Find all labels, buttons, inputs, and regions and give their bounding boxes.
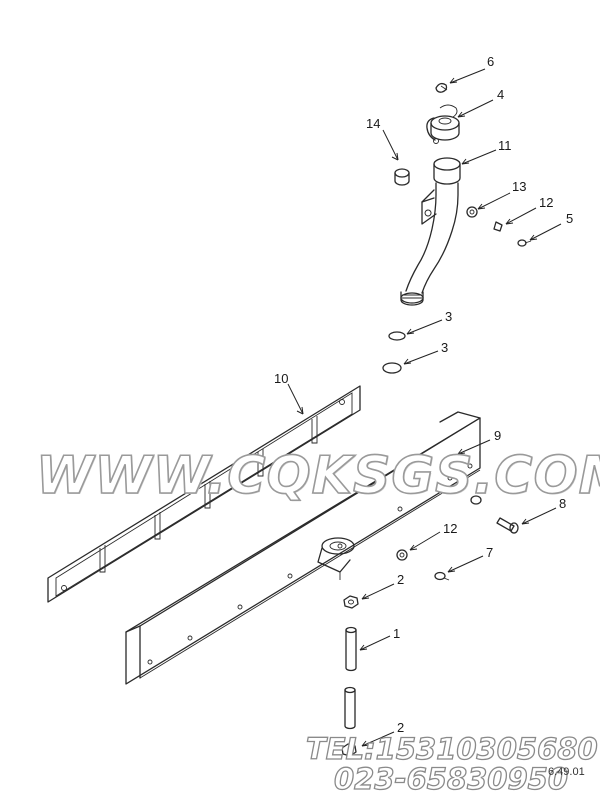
- callout-9: 9: [494, 428, 501, 443]
- callout-13: 13: [512, 179, 526, 194]
- watermark-website: WWW.CQKSGS.COM: [35, 445, 600, 507]
- part-12-washer-upper: [493, 221, 503, 232]
- callout-3-upper: 3: [445, 309, 452, 324]
- callout-7: 7: [486, 545, 493, 560]
- part-14-plug: [394, 168, 410, 186]
- part-1-stud-lower: [344, 686, 356, 730]
- part-3-o-ring-upper: [388, 331, 406, 341]
- callout-2-lower: 2: [397, 720, 404, 735]
- watermark-phone: 023-65830950: [333, 761, 568, 796]
- callout-5: 5: [566, 211, 573, 226]
- part-2-nut-lower: [341, 743, 357, 757]
- part-9-cover-rail: [125, 411, 481, 685]
- callout-12-upper: 12: [539, 195, 553, 210]
- callout-12-lower: 12: [443, 521, 457, 536]
- callout-labels: 6 4 14 11 13 12 5 3 3 10 9 8 12 7 2 1 2: [274, 54, 573, 735]
- part-washer-lower-right: [470, 495, 482, 505]
- part-5-screw: [517, 239, 532, 247]
- callout-1: 1: [393, 626, 400, 641]
- part-7-screw: [434, 571, 450, 581]
- part-3-o-ring-lower: [382, 362, 402, 374]
- part-6-clip: [435, 82, 448, 93]
- watermark-telephone: TEL:15310305680: [305, 731, 598, 766]
- part-10-gasket: [47, 385, 361, 603]
- callout-2-upper: 2: [397, 572, 404, 587]
- part-1-stud-upper: [345, 626, 357, 672]
- drawing-number: 6.49.01: [548, 766, 585, 778]
- part-4-filler-cap: [426, 104, 460, 144]
- callout-6: 6: [487, 54, 494, 69]
- callout-10: 10: [274, 371, 288, 386]
- part-8-bolt: [496, 517, 519, 534]
- part-11-filler-tube: [400, 157, 461, 306]
- part-13-washer-upper: [466, 206, 478, 218]
- callout-3-lower: 3: [441, 340, 448, 355]
- part-2-nut-upper: [343, 595, 359, 609]
- callout-11: 11: [498, 138, 512, 153]
- part-12-washer-lower: [396, 549, 408, 561]
- callout-14: 14: [366, 116, 380, 131]
- callout-8: 8: [559, 496, 566, 511]
- callout-4: 4: [497, 87, 504, 102]
- leader-lines: [287, 68, 562, 747]
